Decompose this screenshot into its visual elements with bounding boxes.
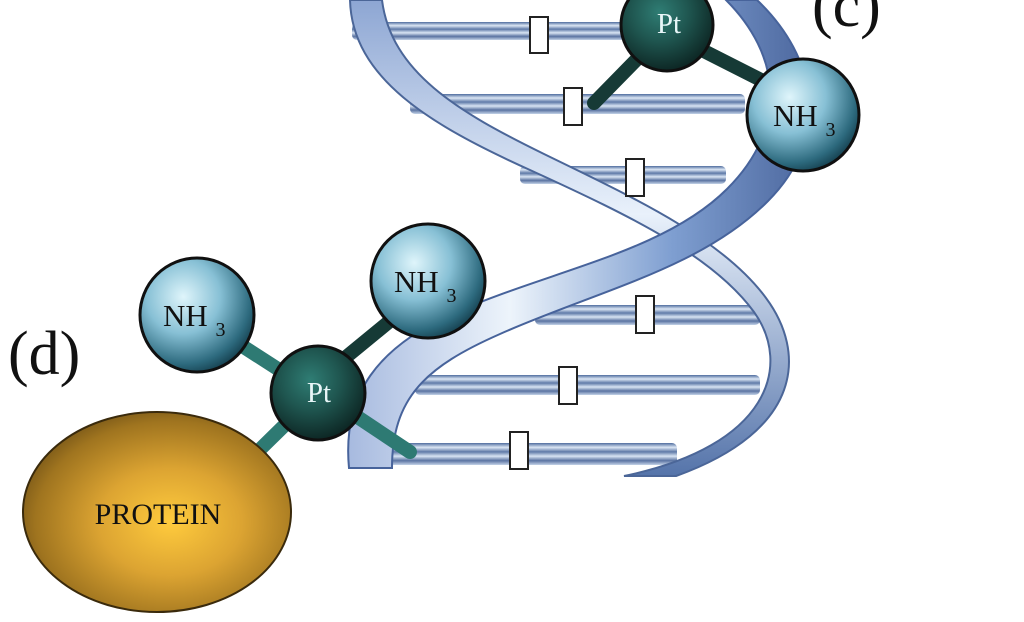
- base-pair-rod: [352, 22, 644, 40]
- protein-blob: [22, 411, 292, 613]
- platinum-label-c: Pt: [657, 8, 681, 40]
- molecule-c: Pt NH 3: [587, 0, 861, 173]
- ammonia-base-text-c: NH: [773, 98, 818, 133]
- ammonia-label-c: NH 3: [773, 98, 836, 141]
- dna-back-strand: [348, 0, 790, 477]
- ammonia-subscript-left-d: 3: [216, 319, 226, 341]
- protein-label: PROTEIN: [95, 498, 222, 531]
- ammonia-base-text-right-d: NH: [394, 264, 439, 299]
- base-pair-markers: [509, 16, 655, 470]
- dna-front-strand: [347, 0, 811, 469]
- base-pair-marker: [529, 16, 549, 54]
- ammonia-atom-right-d: [369, 222, 487, 340]
- ammonia-label-left-d: NH 3: [163, 298, 226, 341]
- ammonia-base-text-left-d: NH: [163, 298, 208, 333]
- panel-label-c: (c): [812, 0, 881, 40]
- base-pair-marker: [625, 158, 645, 197]
- base-pair-marker: [563, 87, 583, 126]
- ammonia-subscript-c: 3: [826, 119, 836, 141]
- dna-helix: [347, 0, 811, 477]
- pt-dna-bond-d: [343, 405, 417, 459]
- molecule-d: PROTEIN NH 3 NH 3 Pt: [22, 222, 487, 613]
- base-pair-marker: [635, 295, 655, 334]
- platinum-atom-d: [269, 344, 367, 442]
- ammonia-atom-c: [745, 57, 861, 173]
- platinum-label-d: Pt: [307, 377, 331, 409]
- ammonia-label-right-d: NH 3: [394, 264, 457, 307]
- panel-label-d: (d): [8, 320, 80, 388]
- platinum-atom-c: [619, 0, 715, 73]
- ammonia-subscript-right-d: 3: [447, 285, 457, 307]
- base-pair-rod: [415, 375, 760, 395]
- base-pair-marker: [558, 366, 578, 405]
- ammonia-atom-left-d: [138, 256, 256, 374]
- right-nh3-pt-bond: [333, 309, 403, 369]
- base-pair-marker: [509, 431, 529, 470]
